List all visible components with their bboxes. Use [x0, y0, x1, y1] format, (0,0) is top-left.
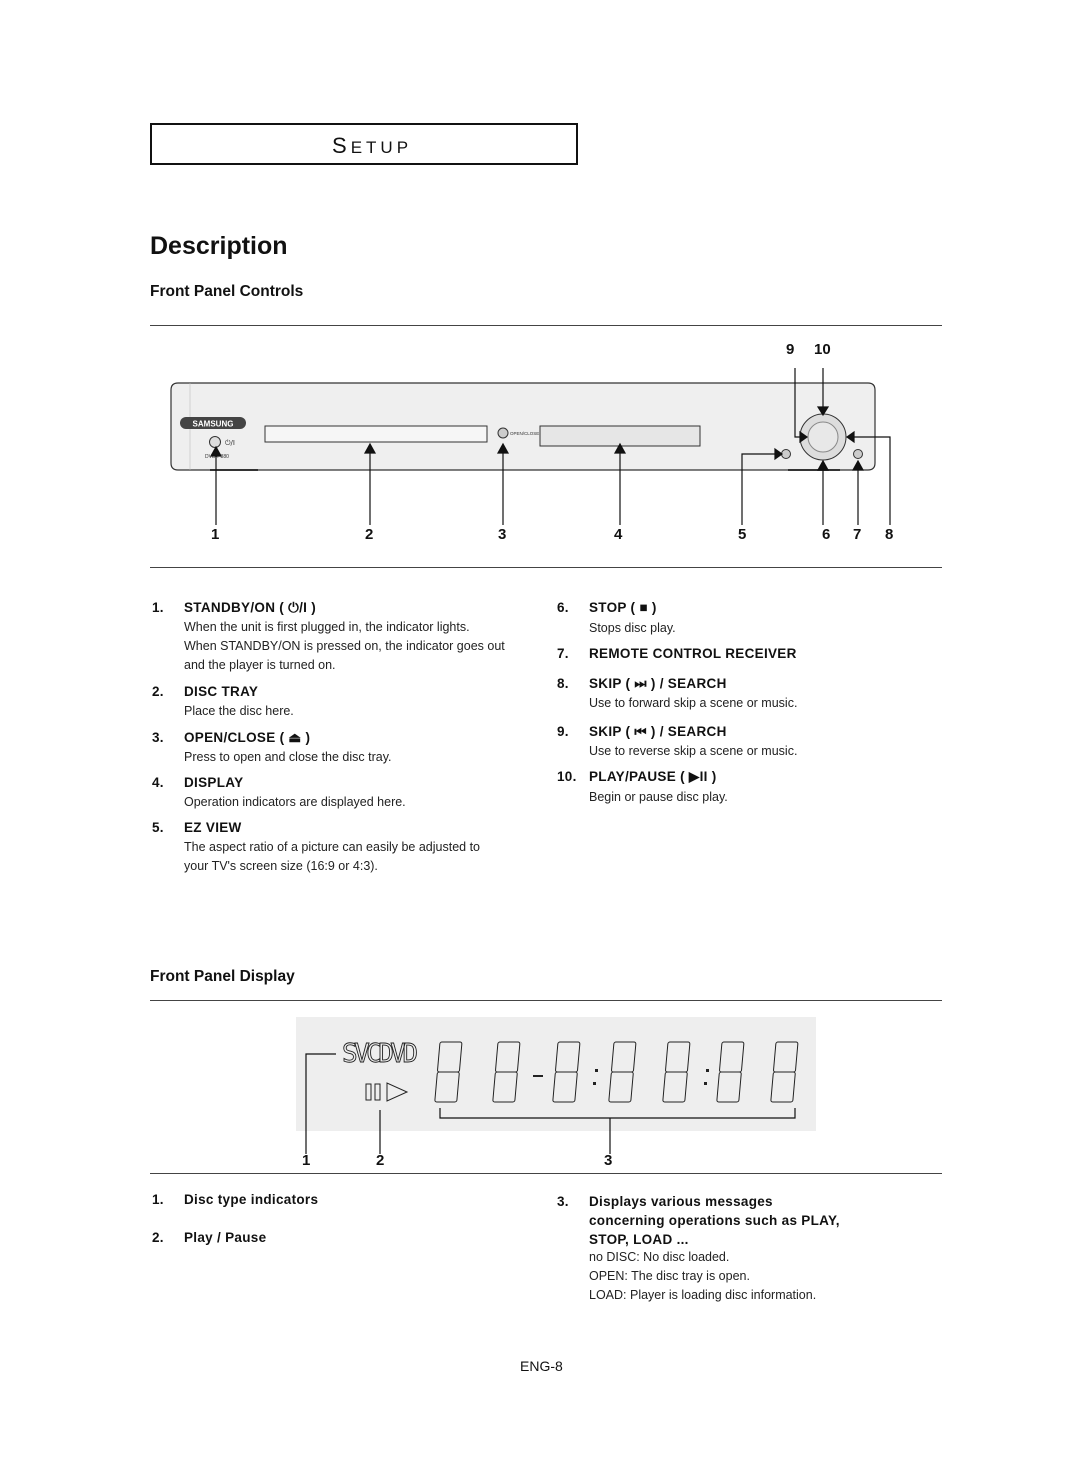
play-pause-heading: 2.Play / Pause — [152, 1230, 267, 1245]
item-open-close-desc: Press to open and close the disc tray. — [184, 750, 392, 764]
open-close-button — [497, 427, 509, 439]
pause-bar-icon — [374, 1083, 381, 1101]
colon-dot — [704, 1082, 707, 1085]
front-panel-display-heading: Front Panel Display — [150, 968, 295, 985]
callout-6: 6 — [822, 526, 831, 543]
model-label: DVD-P380 — [205, 454, 229, 460]
section-header-box: SETUP — [150, 123, 578, 165]
item-standby-on-desc: When the unit is first plugged in, the i… — [184, 620, 505, 672]
item-stop-heading: 6.STOP ( ■ ) — [557, 600, 657, 615]
remote-receiver — [853, 449, 863, 459]
callout-9: 9 — [786, 341, 795, 358]
divider — [150, 1000, 942, 1001]
callout-1: 1 — [211, 526, 220, 543]
item-skip-reverse-desc: Use to reverse skip a scene or music. — [589, 744, 798, 758]
standby-button — [209, 436, 221, 448]
dvd-player-front-panel-illustration: SAMSUNG ⏻/I DVD-P380 OPEN/CLOSE — [170, 368, 891, 525]
callout-7: 7 — [853, 526, 862, 543]
item-remote-receiver-heading: 7.REMOTE CONTROL RECEIVER — [557, 646, 797, 661]
section-header-label: SETUP — [332, 133, 413, 158]
item-ez-view-heading: 5.EZ VIEW — [152, 820, 242, 835]
display-callout-1: 1 — [302, 1152, 311, 1169]
colon-dot — [595, 1069, 598, 1072]
item-disc-tray-desc: Place the disc here. — [184, 704, 294, 718]
callout-3: 3 — [498, 526, 507, 543]
item-skip-forward-desc: Use to forward skip a scene or music. — [589, 696, 798, 710]
disc-tray — [264, 425, 488, 443]
player-body — [170, 382, 876, 471]
power-symbol: ⏻/I — [225, 439, 235, 447]
displays-messages-desc: no DISC: No disc loaded. OPEN: The disc … — [589, 1250, 817, 1302]
item-open-close-heading: 3.OPEN/CLOSE ( ⏏ ) — [152, 730, 311, 745]
displays-messages-heading: 3. Displays various messages concerning … — [557, 1194, 840, 1247]
callout-4: 4 — [614, 526, 623, 543]
callout-bracket-3 — [439, 1108, 796, 1119]
divider — [150, 1173, 942, 1174]
callout-8: 8 — [885, 526, 894, 543]
disc-type-indicator-text: SVCDVD — [342, 1039, 418, 1069]
front-panel-controls-heading: Front Panel Controls — [150, 283, 304, 300]
item-ez-view-desc: The aspect ratio of a picture can easily… — [184, 840, 481, 873]
display-callout-2: 2 — [376, 1152, 385, 1169]
page-number: ENG-8 — [520, 1358, 563, 1374]
open-close-small-label: OPEN/CLOSE — [510, 431, 539, 436]
pause-bar-icon — [365, 1083, 372, 1101]
item-play-pause-desc: Begin or pause disc play. — [589, 790, 728, 804]
callout-2: 2 — [365, 526, 374, 543]
play-icon — [386, 1082, 409, 1102]
item-display-heading: 4.DISPLAY — [152, 775, 244, 790]
callout-5: 5 — [738, 526, 747, 543]
colon-dot — [593, 1082, 596, 1085]
front-panel-display-illustration: SVCDVD — [296, 1017, 816, 1154]
jog-center — [807, 421, 839, 453]
item-skip-forward-heading: 8.SKIP ( ⏭ ) / SEARCH — [557, 676, 727, 691]
item-display-desc: Operation indicators are displayed here. — [184, 795, 406, 809]
divider — [150, 325, 942, 326]
display-callout-3: 3 — [604, 1152, 613, 1169]
item-stop-desc: Stops disc play. — [589, 621, 676, 635]
colon-dot — [706, 1069, 709, 1072]
callout-line-1 — [305, 1053, 336, 1154]
item-skip-reverse-heading: 9.SKIP ( ⏮ ) / SEARCH — [557, 724, 727, 739]
brand-logo-badge — [180, 417, 246, 429]
brand-logo-text: SAMSUNG — [193, 420, 234, 429]
seven-segment-digits — [434, 1041, 799, 1103]
divider — [150, 567, 942, 568]
callout-10: 10 — [814, 341, 831, 358]
display-background — [296, 1017, 816, 1131]
item-play-pause-heading: 10.PLAY/PAUSE ( ▶II ) — [557, 769, 717, 784]
disc-type-indicators-heading: 1.Disc type indicators — [152, 1192, 319, 1207]
item-disc-tray-heading: 2.DISC TRAY — [152, 684, 259, 699]
item-standby-on-heading: 1.STANDBY/ON ( ⏻/I ) — [152, 600, 317, 615]
page-title: Description — [150, 232, 288, 260]
